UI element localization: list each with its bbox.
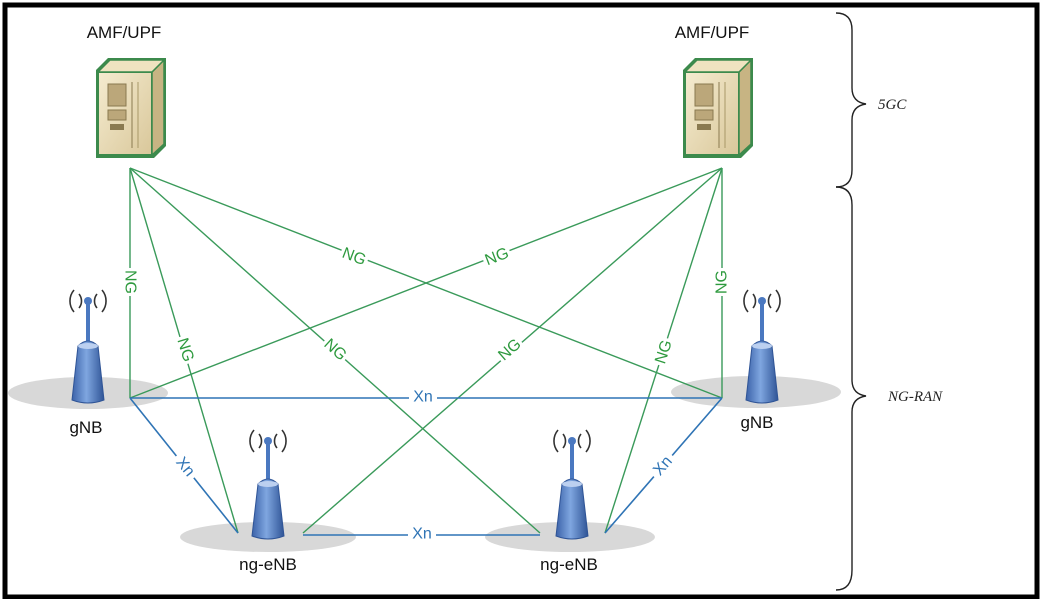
xn-label-3: Xn <box>408 524 436 544</box>
ng-label-text: NG <box>652 338 676 366</box>
ng-link-right-gnb-left <box>129 167 723 399</box>
server-icon <box>96 58 166 158</box>
ran-node-ng-enb-right[interactable] <box>553 429 591 540</box>
ran-node-gnb-left[interactable] <box>69 289 107 404</box>
ng-label-8: NG <box>712 268 732 296</box>
core-node-right-label: AMF/UPF <box>675 23 750 42</box>
ng-label-1: NG <box>120 268 140 296</box>
core-node-left[interactable] <box>96 58 166 158</box>
ng-label-6: NG <box>492 333 528 367</box>
core-node-left-label: AMF/UPF <box>87 23 162 42</box>
region-brace-core <box>835 12 867 188</box>
ran-node-ng-enb-left-label: ng-eNB <box>239 555 297 574</box>
ng-label-text: NG <box>173 336 196 364</box>
xn-label-text: Xn <box>412 526 432 543</box>
xn-label-1: Xn <box>409 387 437 407</box>
antenna-icon <box>249 429 287 540</box>
ng-label-text: NG <box>714 270 731 294</box>
ng-labels: NG NG NG NG NG NG NG NG <box>120 242 732 369</box>
xn-label-4: Xn <box>646 448 680 484</box>
xn-labels: Xn Xn Xn Xn <box>168 387 680 544</box>
ran-node-ng-enb-right-label: ng-eNB <box>540 555 598 574</box>
region-label-ran: NG-RAN <box>887 389 943 405</box>
antenna-icon <box>553 429 591 540</box>
ng-label-5: NG <box>480 242 514 272</box>
region-brace-ran <box>835 186 867 591</box>
server-icon <box>683 58 753 158</box>
ng-label-7: NG <box>650 335 678 369</box>
xn-label-2: Xn <box>168 449 202 485</box>
xn-label-text: Xn <box>413 389 433 406</box>
ng-label-2: NG <box>171 333 199 367</box>
ng-label-text: NG <box>122 270 139 294</box>
ng-links <box>129 167 723 534</box>
ran-node-gnb-right[interactable] <box>743 289 781 404</box>
antenna-icon <box>743 289 781 404</box>
region-label-core: 5GC <box>878 97 907 113</box>
ran-node-gnb-left-label: gNB <box>69 418 102 437</box>
ng-label-4: NG <box>337 242 371 272</box>
ng-label-text: NG <box>495 336 524 365</box>
antenna-icon <box>69 289 107 404</box>
ran-node-gnb-right-label: gNB <box>740 413 773 432</box>
ran-node-ng-enb-left[interactable] <box>249 429 287 540</box>
core-node-right[interactable] <box>683 58 753 158</box>
